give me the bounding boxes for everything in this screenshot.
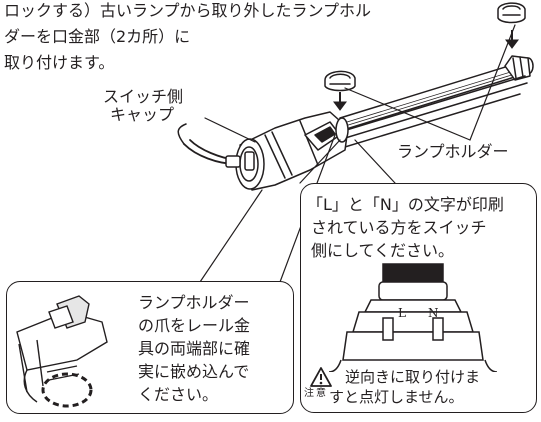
fluorescent-tube — [339, 55, 534, 131]
intro-line-3: 取り付けます。 — [4, 53, 115, 72]
switch-side-cap — [177, 111, 349, 191]
clip-text-line-2: の爪をレール金 — [138, 316, 251, 335]
clip-callout: ランプホルダー の爪をレール金 具の両端部に確 実に嵌め込んで ください。 — [6, 281, 294, 414]
leader-lines — [199, 24, 516, 283]
clip-detail — [16, 295, 108, 408]
rail-fixture — [329, 75, 528, 151]
intro-line-1: ロックする）古いランプから取り外したランプホル — [4, 1, 372, 20]
orientation-text-line-2: されている方をスイッチ — [311, 218, 487, 237]
switch-cap-label-line-1: スイッチ側 — [103, 87, 184, 106]
switch-cap-label-line-2: キャップ — [110, 105, 175, 124]
lamp-holder-label: ランプホルダー — [397, 142, 509, 161]
lamp-holder-clip-right — [497, 2, 526, 24]
caution-label: 注意 — [304, 388, 328, 399]
insert-arrows — [333, 30, 519, 111]
clip-text-line-1: ランプホルダー — [138, 293, 250, 312]
clip-text-line-3: 具の両端部に確 — [138, 339, 251, 358]
lamp-holder-clip-center — [324, 70, 356, 92]
orientation-text-line-1: 「L」と「N」の文字が印刷 — [307, 195, 504, 214]
mark-n: N — [428, 306, 439, 320]
caution-icon — [310, 367, 332, 387]
clip-text-line-5: ください。 — [138, 385, 219, 404]
orientation-callout: 「L」と「N」の文字が印刷 されている方をスイッチ 側にしてください。 L N … — [300, 183, 537, 413]
orientation-text-line-3: 側にしてください。 — [311, 241, 455, 260]
intro-line-2: ダーを口金部（2カ所）に — [4, 27, 191, 46]
clip-text-line-4: 実に嵌め込んで — [138, 362, 250, 381]
caution-line-2: すと点灯しません。 — [329, 388, 464, 406]
caution-line-1: 逆向きに取り付けま — [345, 368, 481, 386]
mark-l: L — [398, 306, 406, 320]
lamp-end-detail — [328, 263, 498, 372]
